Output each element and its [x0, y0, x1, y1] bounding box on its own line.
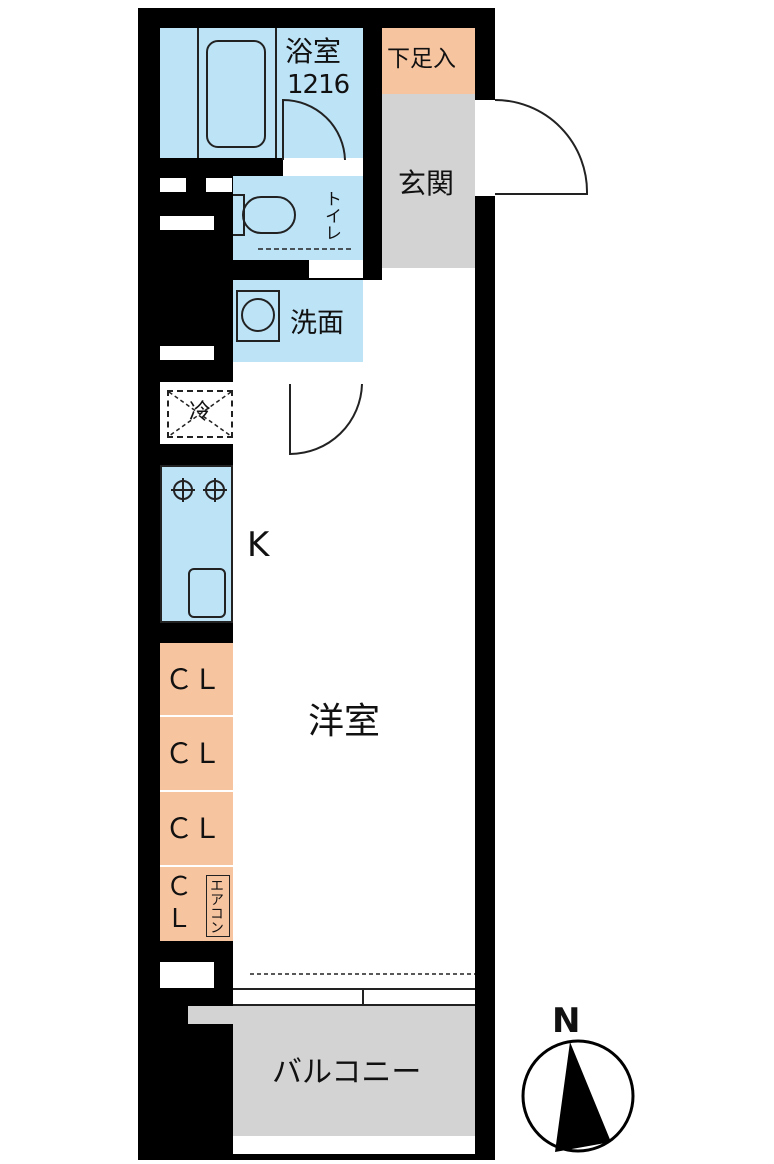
entrance-label: 玄関 — [398, 167, 455, 200]
washroom-door-gap — [290, 362, 363, 382]
bath-label: 浴室 — [285, 35, 342, 68]
balcony-label: バルコニー — [272, 1055, 422, 1090]
closet-4-label-bottom: Ｌ — [166, 904, 193, 934]
entry-corridor-floor — [382, 268, 475, 288]
bath-door-swing — [282, 98, 346, 161]
wall-opening — [160, 178, 186, 192]
toilet-label: トイレ — [321, 190, 341, 241]
shoe-storage — [382, 28, 475, 94]
kitchen-counter — [160, 465, 233, 623]
balcony — [188, 1006, 475, 1136]
wall-opening — [160, 346, 214, 360]
toilet-tank — [233, 194, 245, 236]
closet-1 — [160, 643, 233, 717]
closet-3-label: ＣＬ — [165, 812, 222, 845]
washroom-label: 洗面 — [290, 308, 344, 339]
aircon-box — [206, 875, 230, 937]
toilet-door-gap — [309, 260, 363, 278]
wall-opening — [160, 216, 214, 230]
entrance-door-swing — [494, 99, 589, 195]
entrance-door-gap — [475, 100, 495, 196]
kitchen-label: K — [247, 525, 270, 565]
wash-basin-bowl — [241, 298, 275, 332]
wall-opening — [160, 962, 214, 988]
sink-icon — [188, 568, 226, 618]
bathtub-inner — [206, 40, 266, 148]
bath-door-gap — [283, 158, 363, 176]
compass-north-label: N — [552, 1001, 581, 1041]
fridge-box — [167, 390, 233, 438]
balcony-railing — [233, 1136, 475, 1154]
balcony-window — [233, 988, 475, 1006]
washroom-door-swing — [289, 383, 363, 456]
western-room-floor — [233, 280, 475, 988]
shoe-storage-label: 下足入 — [387, 46, 456, 72]
bath-size-label: 1216 — [287, 70, 350, 100]
closet-3 — [160, 792, 233, 867]
closet-2-label: ＣＬ — [165, 737, 222, 770]
wall-opening — [206, 178, 232, 192]
counter-edge — [160, 465, 233, 623]
closet-1-label: ＣＬ — [165, 663, 222, 696]
wash-basin-icon — [236, 290, 280, 342]
entrance — [382, 94, 475, 268]
aircon-label: エアコン — [208, 878, 224, 934]
closet-4 — [160, 867, 233, 941]
bathtub-icon — [197, 28, 277, 158]
north-arrow-icon — [521, 1039, 635, 1153]
burner-icon — [171, 478, 227, 502]
fridge-cross — [168, 391, 232, 437]
closet-2 — [160, 717, 233, 792]
closet-4-label-top: Ｃ — [166, 872, 193, 902]
western-room-label: 洋室 — [308, 701, 381, 742]
balcony-wall-block — [160, 1024, 233, 1136]
